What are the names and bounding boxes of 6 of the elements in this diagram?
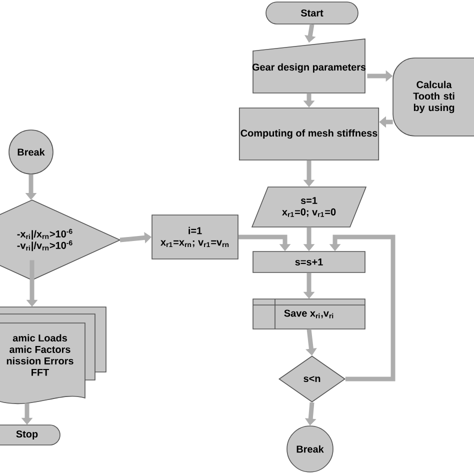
process-box: Computing of mesh stiffness: [238, 108, 380, 160]
process-box: i=1 x$_{r1}$=x$_{rn}$; v$_{r1}$=v$_{rn}$: [152, 214, 238, 260]
predefined-process-box: Save x$_{ri}$,v$_{ri}$: [252, 298, 366, 330]
terminator: Stop: [0, 424, 60, 446]
terminator: Start: [266, 2, 358, 24]
process-box: s=s+1: [252, 251, 366, 273]
